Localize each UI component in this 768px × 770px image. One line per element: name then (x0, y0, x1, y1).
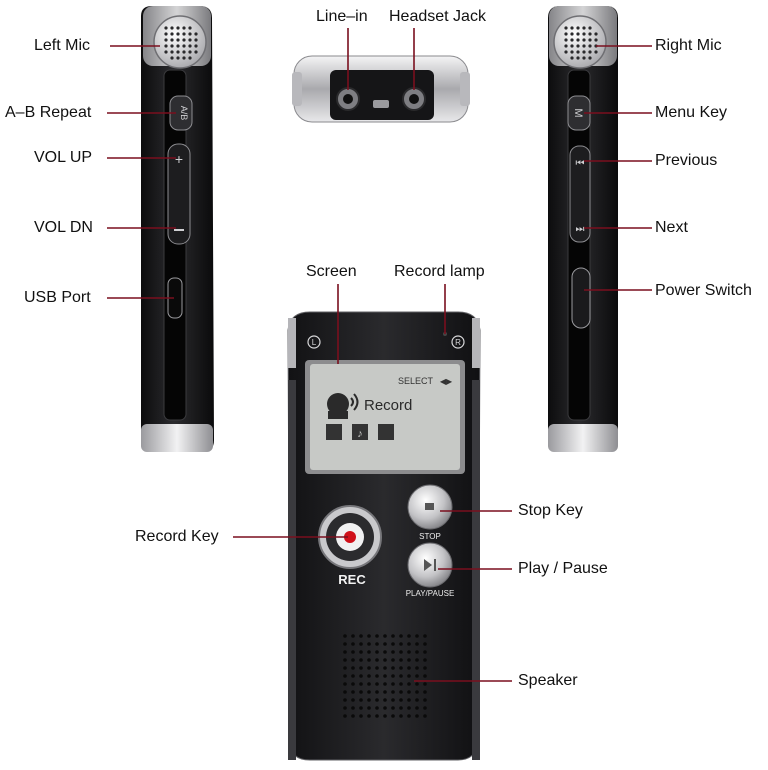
svg-text:♪: ♪ (357, 428, 363, 440)
leader-lines (107, 28, 652, 682)
right-channel-mark: R (455, 338, 461, 347)
label-next: Next (655, 219, 688, 236)
speaking-head-icon (327, 393, 359, 419)
settings-icon (378, 424, 394, 440)
label-ab-repeat: A–B Repeat (5, 104, 92, 121)
play-pause-label: PLAY/PAUSE (406, 589, 455, 598)
vol-up-marking: + (175, 151, 183, 167)
previous-icon: ⏮ (576, 158, 585, 169)
music-icon (352, 424, 368, 440)
top-view (292, 55, 470, 123)
left-mic-icon (153, 15, 207, 69)
voice-file-icon (326, 424, 342, 440)
stop-icon (425, 503, 434, 510)
label-left-mic: Left Mic (34, 37, 91, 54)
ab-key-marking: A/B (179, 106, 189, 121)
label-headset-jack: Headset Jack (389, 8, 486, 25)
select-arrows-icon: ◀▶ (440, 377, 453, 386)
right-mic-icon (553, 15, 607, 69)
screen-mode-text: Record (364, 397, 412, 414)
label-usb-port: USB Port (24, 289, 91, 306)
label-power-switch: Power Switch (655, 282, 752, 299)
right-side-view: M ⏮ ⏭ (548, 6, 618, 452)
label-stop-key: Stop Key (518, 502, 583, 519)
label-line-in: Line–in (316, 8, 368, 25)
rec-label: REC (338, 572, 366, 587)
left-side-view: A/B + (141, 6, 214, 452)
next-icon: ⏭ (576, 224, 585, 235)
label-vol-up: VOL UP (34, 149, 93, 166)
front-view: L R SELECT ◀▶ Record ♪ REC STOP (287, 311, 481, 761)
label-screen: Screen (306, 263, 357, 280)
label-right-mic: Right Mic (655, 37, 722, 54)
speaker-grille (343, 634, 427, 718)
menu-key-marking: M (572, 108, 584, 117)
play-pause-icon (424, 559, 432, 571)
stop-label: STOP (419, 532, 441, 541)
label-menu-key: Menu Key (655, 104, 728, 121)
label-speaker: Speaker (518, 672, 578, 689)
label-vol-dn: VOL DN (34, 219, 93, 236)
label-play-pause: Play / Pause (518, 560, 608, 577)
left-channel-mark: L (312, 338, 317, 347)
record-dot-icon (344, 531, 356, 543)
power-switch-icon (571, 267, 591, 329)
label-record-key: Record Key (135, 528, 219, 545)
screen-select-text: SELECT (398, 376, 434, 386)
label-previous: Previous (655, 152, 718, 169)
label-record-lamp: Record lamp (394, 263, 485, 280)
lcd-screen (310, 364, 460, 470)
